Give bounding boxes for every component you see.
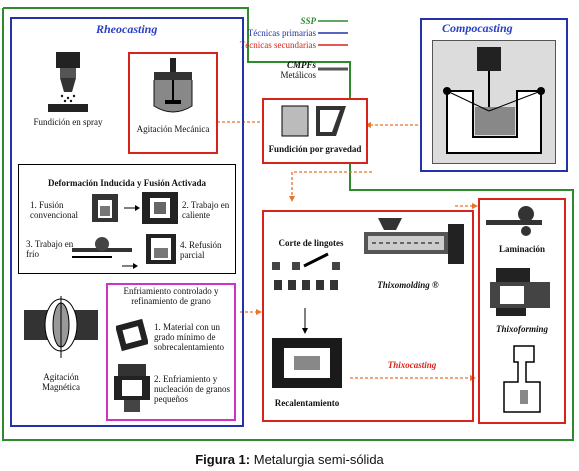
trabajo-frio-label: 3. Trabajo en frío [26, 239, 74, 259]
gravedad-label: Fundición por gravedad [268, 144, 362, 154]
laminacion-label: Laminación [498, 244, 545, 254]
corte-label: Corte de lingotes [278, 238, 344, 248]
stirrer-illustration [148, 58, 198, 118]
refusion-label: 4. Refusión parcial [180, 240, 222, 260]
mold-icon [116, 318, 148, 352]
caption-text: Metalurgia semi-sólida [253, 452, 384, 467]
refusion-icon [146, 234, 176, 264]
nucleation-icon [114, 364, 150, 412]
magnetic-stirrer-illustration [24, 296, 98, 358]
enfriamiento-title: Enfriamiento controlado y refinamiento d… [123, 286, 219, 306]
rheocasting-title: Rheocasting [96, 22, 158, 36]
legend-primarias: Técnicas primarias [247, 28, 316, 38]
legend-ssp: SSP [300, 16, 316, 26]
forged-part-icon [494, 342, 550, 416]
press-icon [142, 192, 178, 224]
thixomolding-label: Thixomolding ® [377, 280, 439, 290]
thixoforming-press-icon [490, 268, 550, 316]
material-label: 1. Material con un grado mínimo de sobre… [154, 322, 224, 352]
trabajo-caliente-label: 2. Trabajo en caliente [182, 200, 230, 220]
spray-label: Fundición en spray [33, 117, 103, 127]
gravedad-box [262, 98, 368, 164]
rheocasting-frame [10, 17, 244, 427]
legend-metalicos: Metálicos [280, 70, 317, 80]
deformacion-box [18, 164, 236, 274]
rolling-icon [72, 236, 134, 262]
compocasting-title: Compocasting [442, 21, 513, 35]
legend-cmpfs: CMPFs [286, 60, 316, 70]
agitacion-mecanica-label: Agitación Mecánica [136, 124, 210, 134]
reheating-furnace-icon [272, 338, 342, 388]
thixoforming-label: Thixoforming [495, 324, 548, 334]
rolling-mill-icon [486, 206, 558, 236]
gravity-mold-icon [276, 102, 352, 140]
legend-secundarias: Técnicas secundarias [239, 40, 316, 50]
crucible-icon [90, 192, 120, 224]
caption-label: Figura 1: [195, 452, 251, 467]
recalentamiento-label: Recalentamiento [274, 398, 340, 408]
thixomolding-machine-icon [358, 218, 468, 274]
compocasting-illustration [432, 40, 556, 164]
spray-illustration [42, 52, 94, 114]
thixo-frame [262, 210, 474, 422]
agitacion-magnetica-label: Agitación Magnética [42, 372, 80, 392]
thixocasting-label: Thixocasting [387, 360, 437, 370]
enfriamiento-label: 2. Enfriamiento y nucleación de granos p… [154, 374, 230, 404]
fusion-convencional-label: 1. Fusión convencional [30, 200, 78, 220]
figure-caption: Figura 1: Metalurgia semi-sólida [0, 452, 579, 467]
billet-cutting-icon [270, 250, 350, 300]
deformacion-title: Deformación Inducida y Fusión Activada [47, 178, 206, 188]
